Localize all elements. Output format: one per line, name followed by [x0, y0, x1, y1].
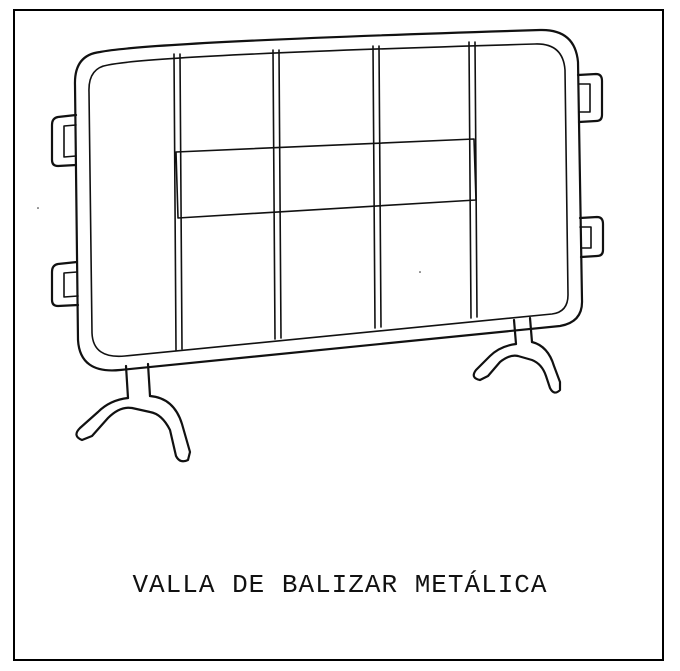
barrier-outer-frame [73, 28, 584, 372]
left-foot [75, 362, 192, 463]
barrier-vertical-bars [173, 41, 478, 351]
left-hooks [50, 113, 80, 308]
barrier-crossbar [175, 138, 477, 219]
metal-barrier-icon [37, 28, 605, 463]
right-foot [472, 316, 562, 394]
right-hooks [576, 72, 605, 259]
diagram-caption: VALLA DE BALIZAR METÁLICA [132, 570, 548, 600]
